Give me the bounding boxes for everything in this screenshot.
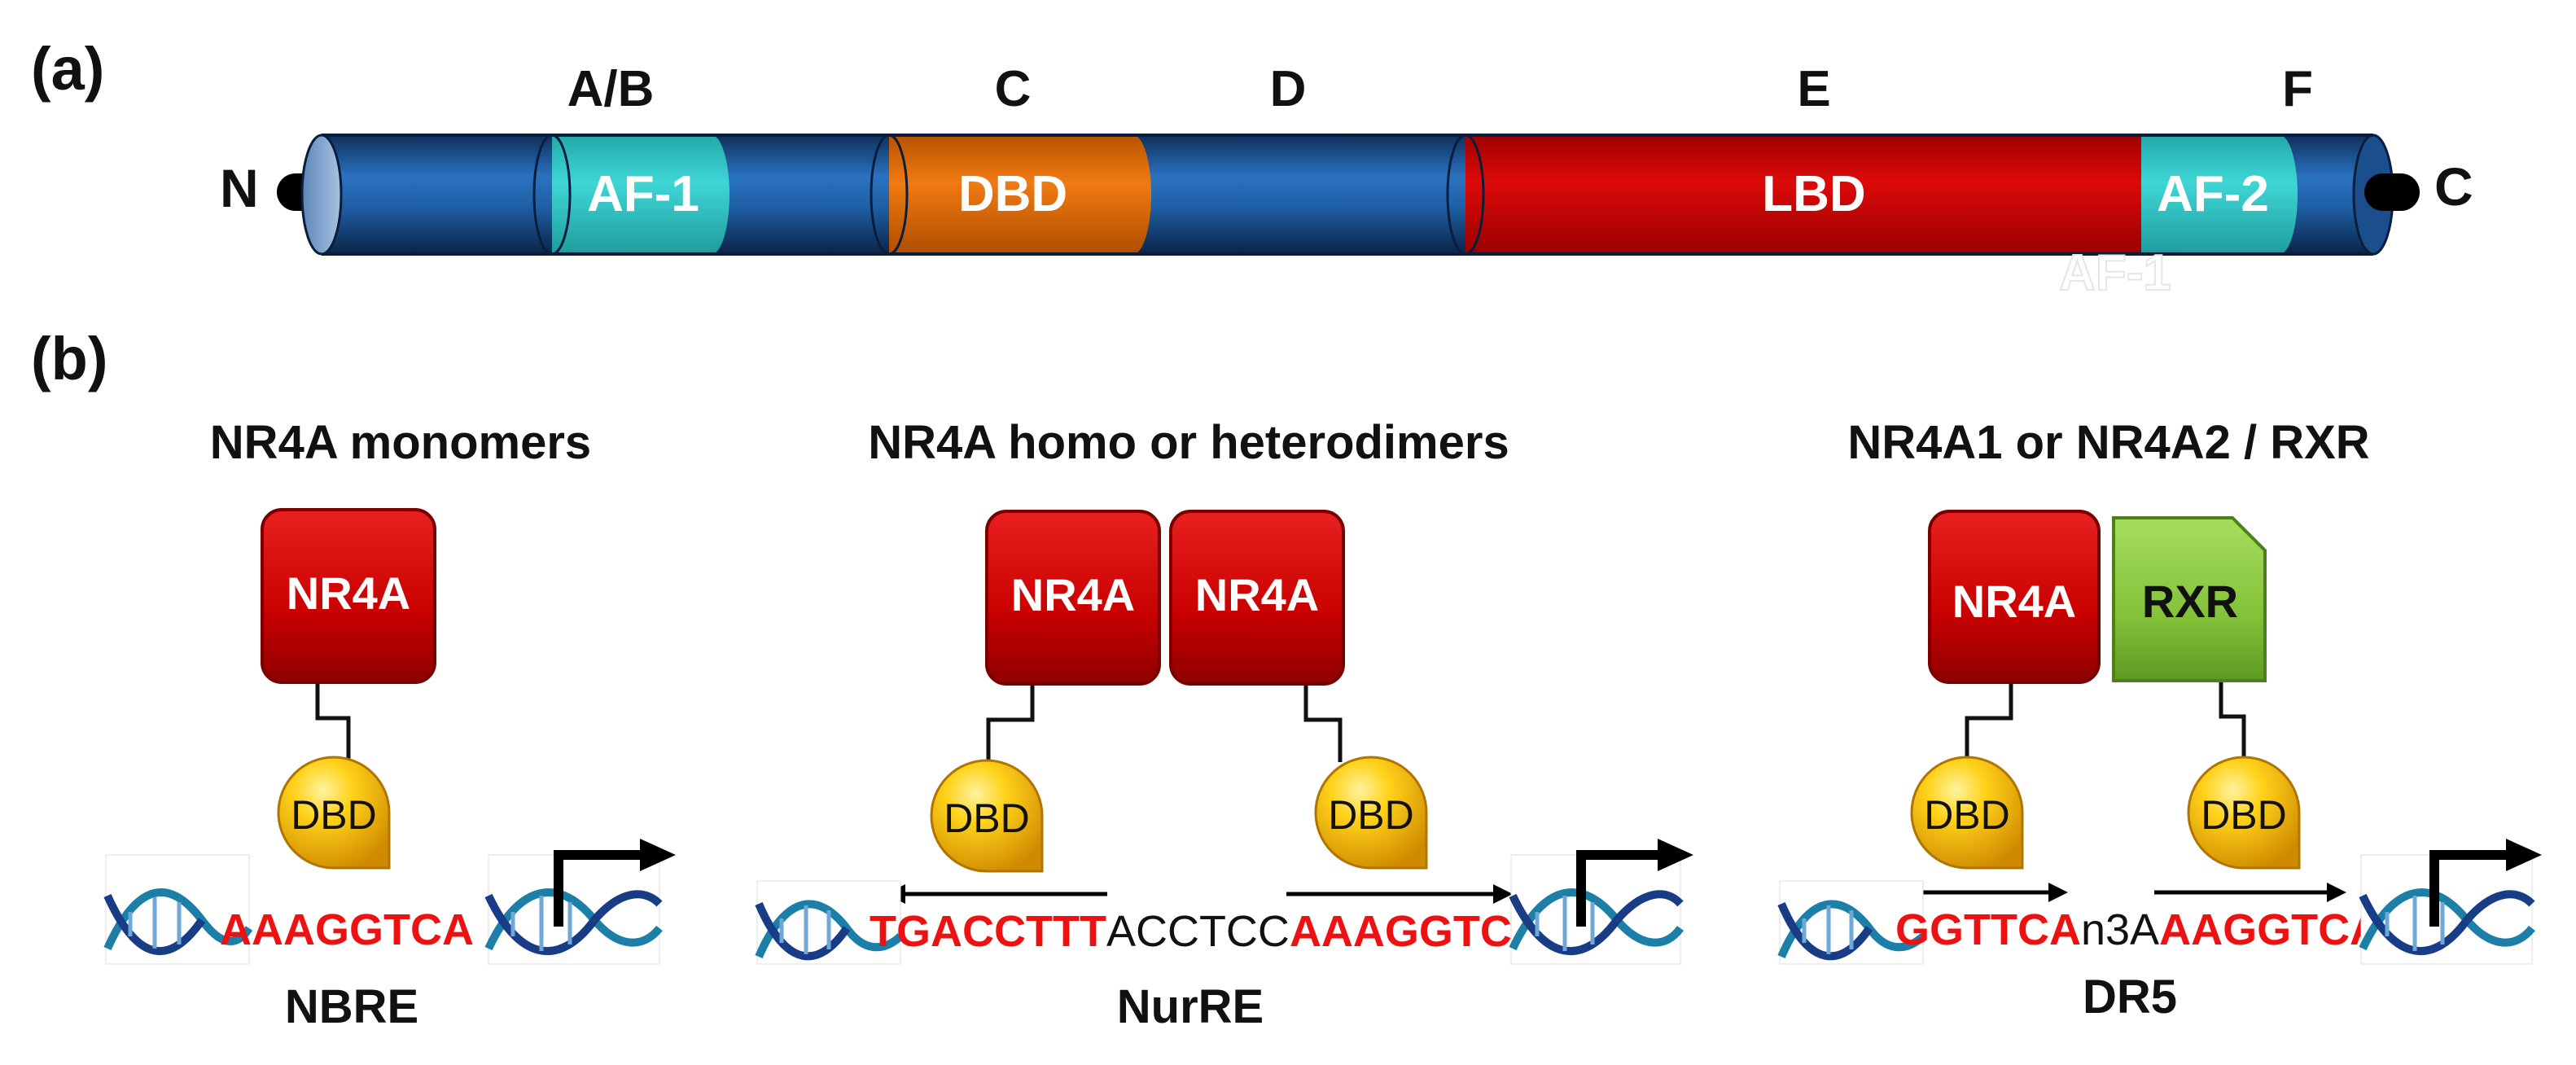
connector-line-right	[1303, 686, 1343, 762]
af2-label: AF-2	[2157, 166, 2269, 222]
dbd-drop-left-label: DBD	[1924, 792, 2010, 838]
panel-a-label: (a)	[31, 35, 104, 103]
dr5-seq-mid: n3A	[2081, 905, 2159, 954]
arrowhead	[640, 839, 676, 871]
transcription-start-arrow-icon	[2429, 850, 2511, 927]
region-letter-c: C	[995, 61, 1032, 117]
dbd-drop-left	[930, 759, 1044, 873]
transcription-start-arrow-icon	[554, 850, 643, 927]
rxr-box-label: RXR	[2142, 576, 2238, 627]
dbd-drop	[277, 756, 391, 870]
rxr-box	[2112, 516, 2267, 682]
nr4a-box-label: NR4A	[1952, 576, 2076, 627]
left-arrowhead	[2048, 883, 2068, 902]
dbd-domain-label: DBD	[958, 166, 1067, 222]
connector-line-left	[986, 686, 1035, 762]
rxr-title: NR4A1 or NR4A2 / RXR	[1847, 416, 2369, 469]
af2-segment	[2141, 135, 2280, 254]
connector-line-left	[1965, 684, 2013, 757]
region-letter-d: D	[1270, 61, 1307, 117]
dna-helix-icon	[1509, 854, 1684, 965]
nr4a-box-label: NR4A	[287, 568, 410, 619]
dr5-label: DR5	[2083, 971, 2177, 1023]
dna-helix-icon	[1777, 880, 1926, 965]
region-letter-e: E	[1797, 61, 1830, 117]
dbd-drop-label: DBD	[291, 792, 377, 838]
region-letter-ab: A/B	[567, 61, 655, 117]
dbd-drop-left	[1910, 756, 2024, 870]
dbd-drop-right-label: DBD	[2201, 792, 2287, 838]
connector-line-right	[2219, 682, 2246, 757]
lbd-label: LBD	[1762, 166, 1865, 222]
nbre-label: NBRE	[285, 980, 418, 1033]
transcription-start-arrow-icon	[1576, 850, 1661, 927]
dna-helix-icon	[2359, 854, 2535, 965]
dbd-drop-left-label: DBD	[944, 795, 1030, 841]
lbd-segment	[1465, 135, 2141, 254]
ghost-af1-text: AF-1	[2059, 245, 2171, 301]
arrowhead	[2506, 839, 2542, 871]
nurre-label: NurRE	[1117, 980, 1264, 1033]
nurre-seq-right: AAAGGTCA	[1290, 907, 1544, 956]
monomer-group: NR4A monomers NR4A DBD AAAGGTCA NBRE	[103, 416, 676, 1033]
region-letter-f: F	[2282, 61, 2313, 117]
dbd-segment	[889, 135, 1133, 254]
right-arrowhead	[1493, 884, 1513, 904]
nr4a-box-right	[1169, 510, 1345, 686]
arrowhead	[1658, 839, 1693, 871]
dbd-drop-right	[1314, 756, 1428, 870]
nr4a-box-right-label: NR4A	[1195, 569, 1319, 620]
dna-helix-icon	[484, 854, 663, 965]
dbd-drop-right	[2187, 756, 2301, 870]
nr4a-box-left	[985, 510, 1161, 686]
af1-label: AF-1	[587, 166, 699, 222]
right-arrowhead	[2327, 883, 2346, 902]
connector-line	[315, 684, 351, 759]
dr5-sequence: GGTTCAn3AAAGGTCA	[1895, 905, 2381, 954]
nr4a-box	[261, 508, 436, 684]
c-terminus-knob	[2364, 173, 2420, 211]
dr5-seq-left: GGTTCA	[1895, 905, 2081, 954]
protein-bar	[300, 134, 2394, 256]
dimer-group: NR4A homo or heterodimers NR4A NR4A DBD …	[755, 416, 1693, 1033]
rxr-group: NR4A1 or NR4A2 / RXR NR4A RXR DBD DBD GG…	[1777, 416, 2542, 1023]
c-terminus-label: C	[2434, 156, 2473, 217]
dbd-drop-right-label: DBD	[1328, 792, 1414, 838]
nr4a-box-left-label: NR4A	[1011, 569, 1135, 620]
dr5-seq-right: AAGGTCA	[2159, 905, 2381, 954]
nurre-seq-mid: ACCTCC	[1106, 907, 1290, 956]
n-terminus-label: N	[220, 158, 259, 218]
monomer-title: NR4A monomers	[210, 416, 591, 469]
dna-helix-icon	[755, 880, 904, 965]
dna-helix-icon	[103, 854, 253, 965]
dimer-title: NR4A homo or heterodimers	[868, 416, 1509, 469]
nurre-seq-left: TGACCTTT	[870, 907, 1106, 956]
nurre-sequence: TGACCTTTACCTCCAAAGGTCA	[870, 907, 1544, 956]
panel-b-label: (b)	[31, 325, 108, 392]
nr4a-box	[1928, 510, 2101, 684]
af1-segment	[552, 135, 712, 254]
nbre-sequence: AAAGGTCA	[220, 905, 474, 954]
